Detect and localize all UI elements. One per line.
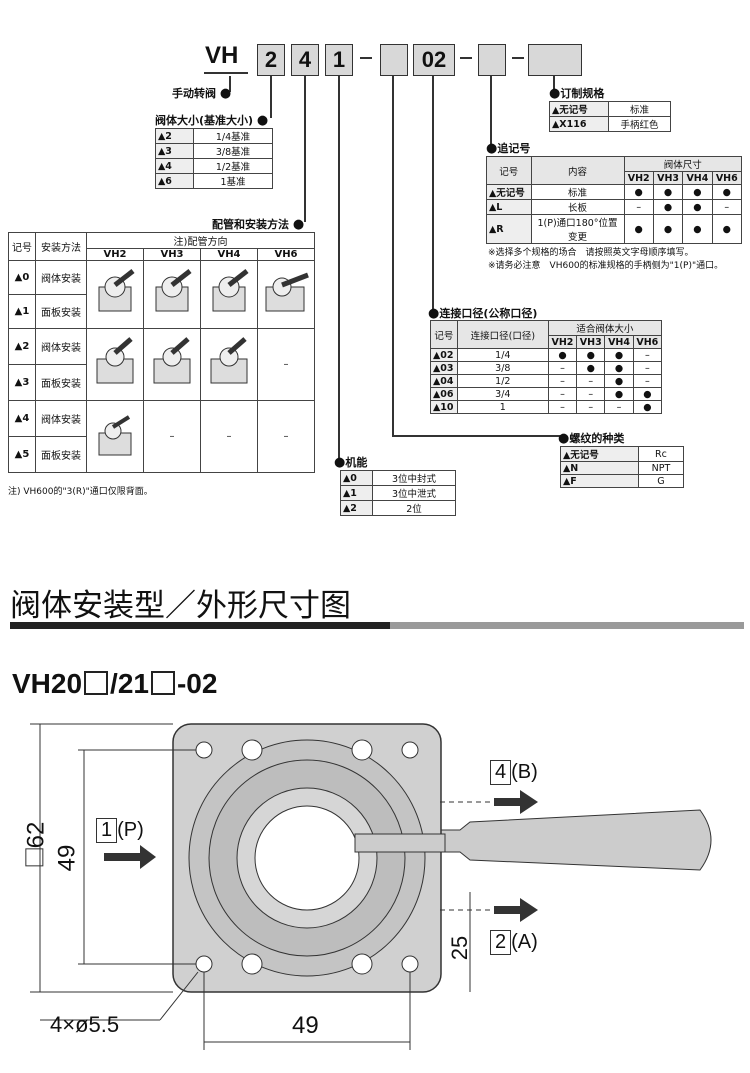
holes-label: 4×ø5.5 xyxy=(50,1012,120,1037)
valve-vh6-illustration xyxy=(265,272,309,312)
valve-vh2-illustration xyxy=(98,269,135,312)
code-box-suffix xyxy=(478,44,506,76)
label-function: ●机能 xyxy=(334,455,368,470)
label-manual-valve: 手动转阀 ● xyxy=(172,86,232,101)
code-box-thread xyxy=(380,44,408,76)
suffix-table: 记号 内容 阀体尺寸 VH2 VH3 VH4 VH6 ▲无记号标准 ●●●● ▲… xyxy=(486,156,743,244)
port-a-label: 2(A) xyxy=(490,930,538,955)
label-custom: ●订制规格 xyxy=(549,86,605,101)
dimension-drawing xyxy=(30,723,712,1050)
label-thread: ●螺纹的种类 xyxy=(558,431,625,446)
port-b-label: 4(B) xyxy=(490,760,538,785)
code-prefix: VH xyxy=(205,42,239,69)
label-piping: 配管和安装方法 ● xyxy=(212,217,305,232)
valve-vh4-side-illustration xyxy=(210,337,248,384)
suffix-note-2: ※请务必注意 VH600的标准规格的手柄侧为"1(P)"通口。 xyxy=(488,261,724,271)
section-title: 阀体安装型／外形尺寸图 xyxy=(10,588,351,624)
port-p-label: 1(P) xyxy=(96,818,144,843)
valve-vh2-side-illustration xyxy=(96,337,134,384)
code-box-piping: 4 xyxy=(291,44,319,76)
valve-vh3-side-illustration xyxy=(153,337,191,384)
valve-vh3-illustration xyxy=(155,269,192,312)
model-title: VH20/21-02 xyxy=(12,668,218,699)
label-port: ●连接口径(公称口径) xyxy=(428,306,538,321)
dim-49-vertical: 49 xyxy=(53,844,81,872)
code-box-custom xyxy=(528,44,582,76)
dim-62: 62 xyxy=(22,822,50,867)
label-suffix: ●追记号 xyxy=(486,141,531,156)
piping-note: 注) VH600的"3(R)"通口仅限背面。 xyxy=(8,487,153,497)
dim-25: 25 xyxy=(447,935,473,961)
code-box-function: 1 xyxy=(325,44,353,76)
suffix-note-1: ※选择多个规格的场合 请按照英文字母顺序填写。 xyxy=(488,248,694,258)
code-box-port: 02 xyxy=(413,44,455,76)
code-box-size: 2 xyxy=(257,44,285,76)
valve-vh2-bottom-illustration xyxy=(98,415,132,456)
valve-vh4-illustration xyxy=(212,269,249,312)
dim-49-horizontal: 49 xyxy=(292,1012,319,1039)
label-body-size: 阀体大小(基准大小) ● xyxy=(155,113,269,128)
